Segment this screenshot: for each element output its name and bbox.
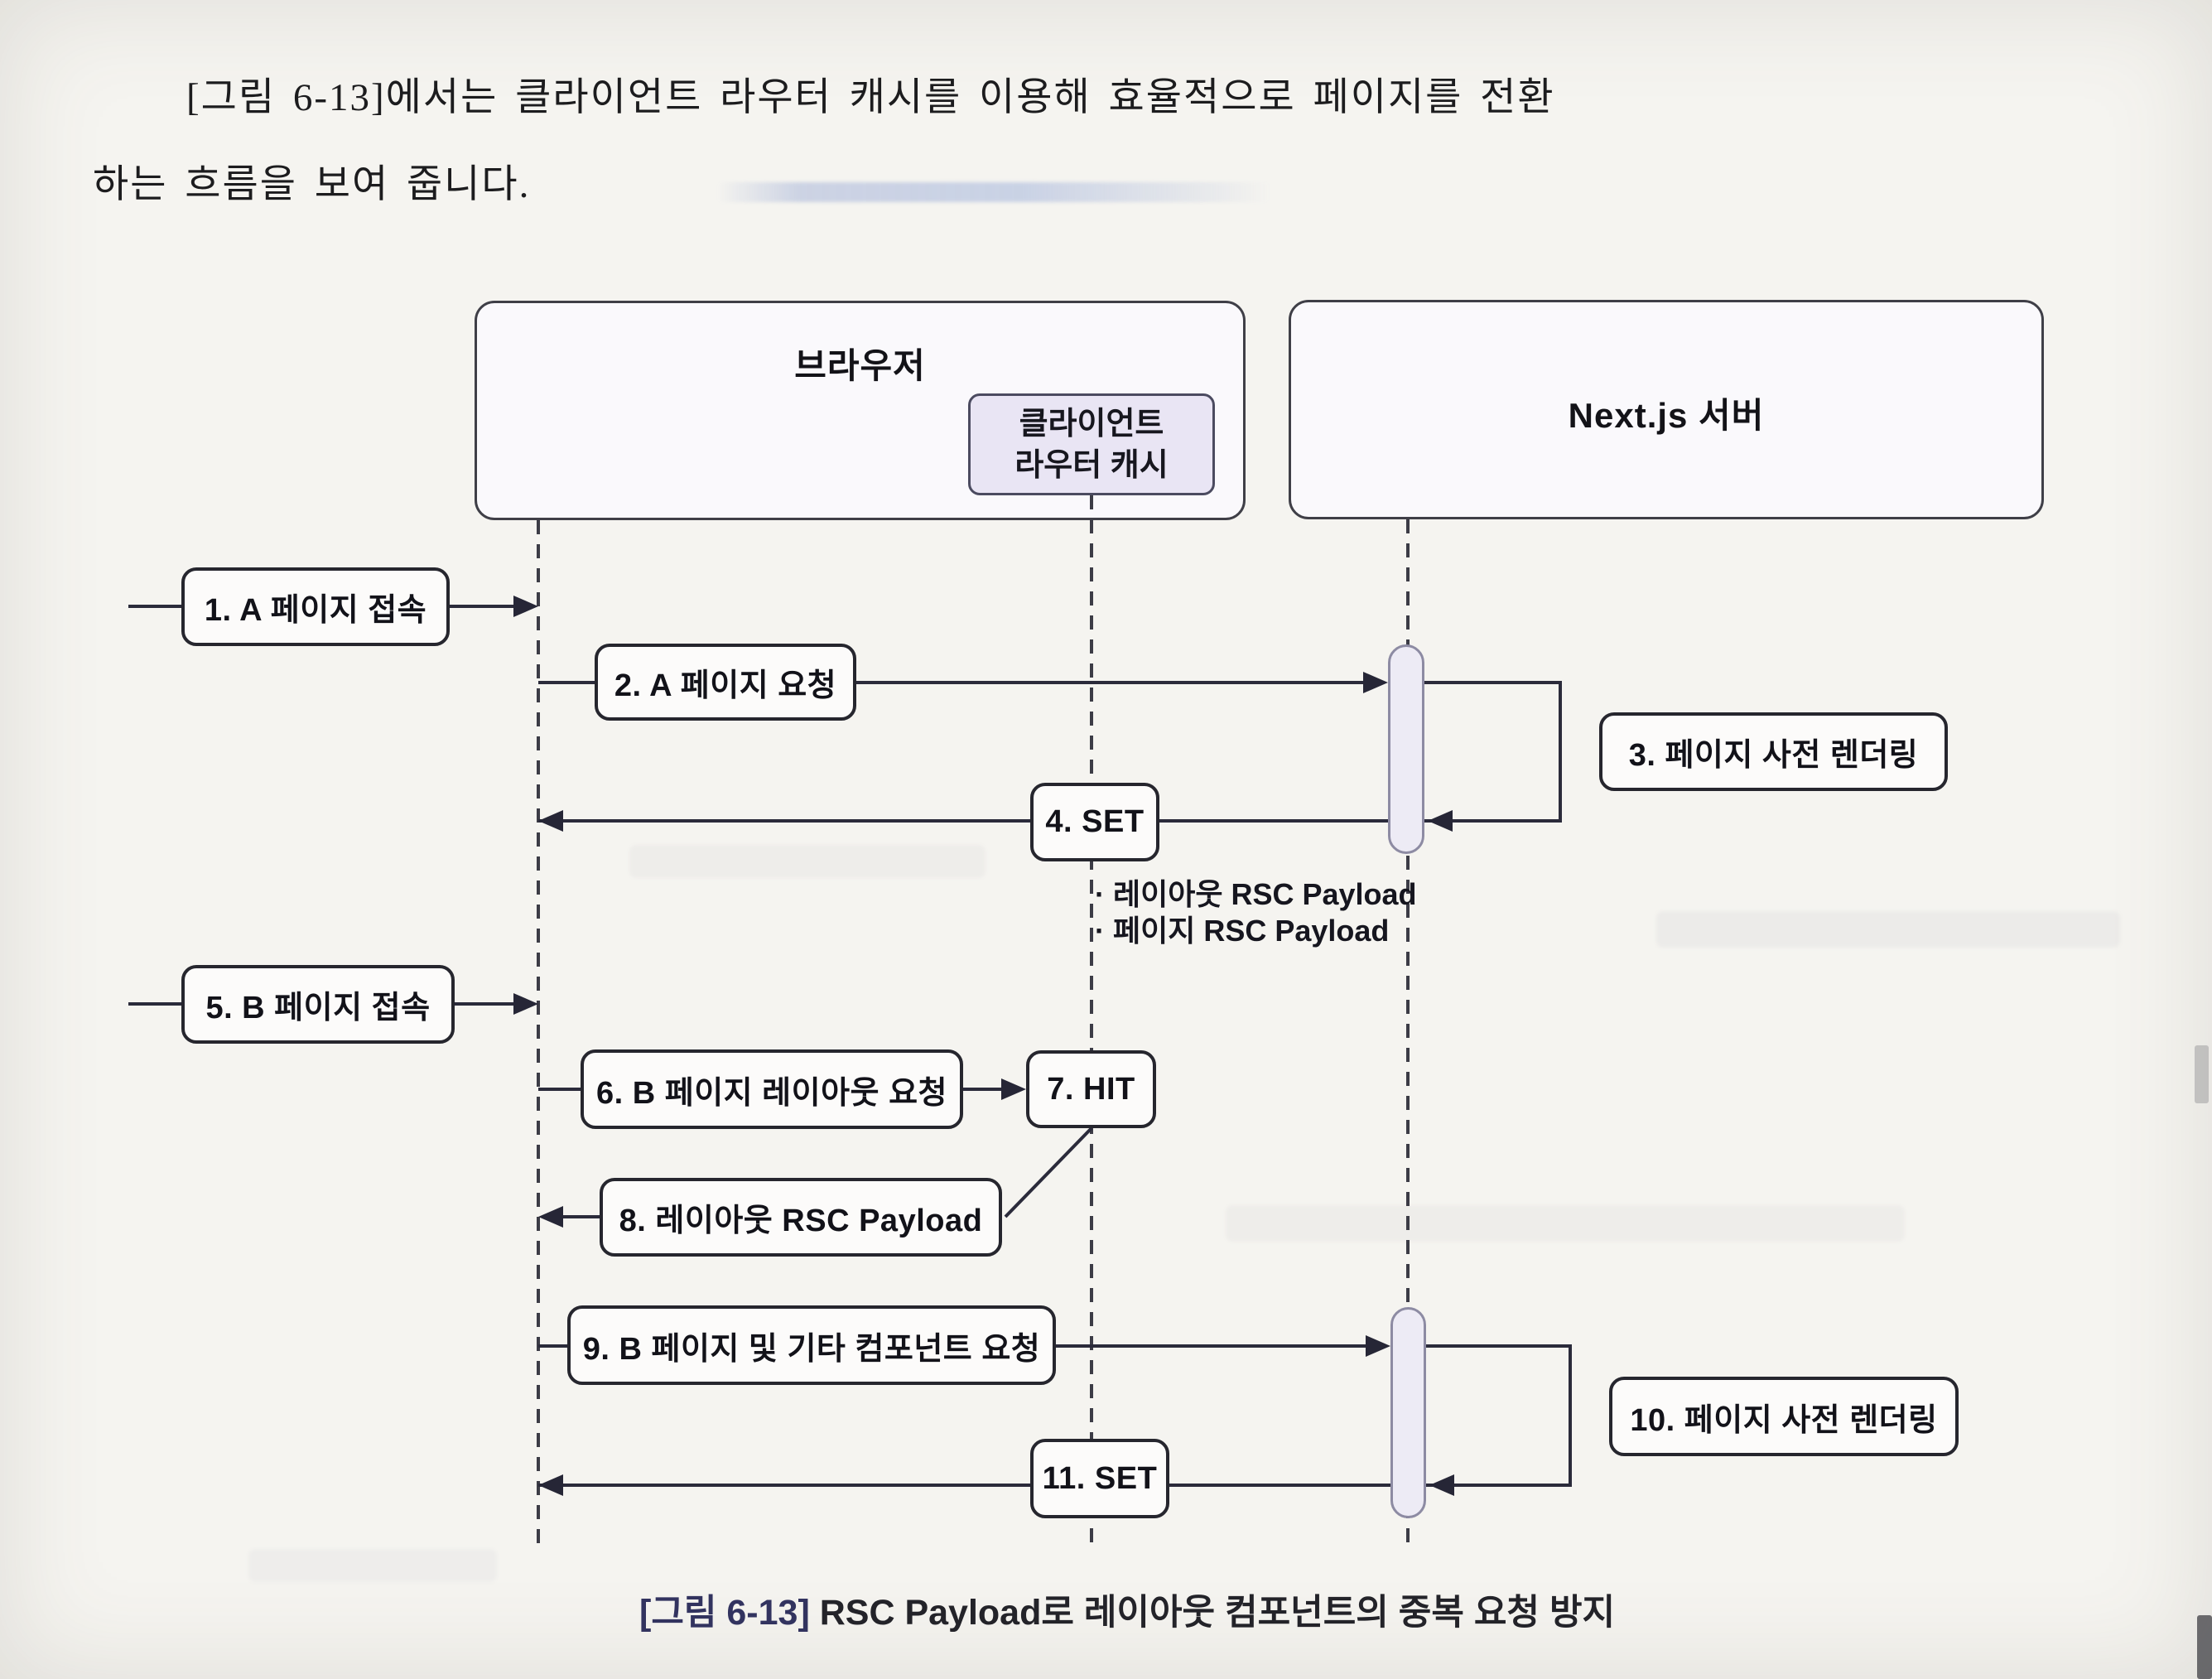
lifeline-cache bbox=[1090, 495, 1093, 1544]
cache-label-line-1: 클라이언트 bbox=[1019, 406, 1164, 441]
arrowhead-1-into-browser bbox=[513, 596, 538, 617]
arrowhead-9-into-server bbox=[1366, 1335, 1390, 1357]
figure-caption-number: [그림 6-13] bbox=[639, 1593, 810, 1633]
message-box-10: 10. 페이지 사전 렌더링 bbox=[1609, 1377, 1959, 1456]
nextjs-server-box bbox=[1289, 300, 2044, 519]
arrowhead-set1-into-browser bbox=[538, 810, 563, 832]
arrowhead-2-into-server bbox=[1363, 672, 1388, 693]
arrowhead-loop2-return bbox=[1429, 1474, 1454, 1496]
lifeline-browser bbox=[537, 520, 540, 1544]
arrowhead-8-into-browser bbox=[538, 1206, 563, 1228]
paragraph-line-1: [그림 6-13]에서는 클라이언트 라우터 캐시를 이용해 효율적으로 페이지… bbox=[186, 76, 1555, 119]
message-box-4: 4. SET bbox=[1030, 783, 1159, 861]
request-b-layout-arrow bbox=[963, 1088, 1001, 1091]
arrow-line-5 bbox=[455, 1002, 513, 1006]
arrowhead-set2-into-browser bbox=[538, 1474, 563, 1496]
set-payload-annotation-line-2: · 페이지 RSC Payload bbox=[1095, 914, 1390, 948]
browser-label: 브라우저 bbox=[794, 346, 926, 385]
arrowhead-5-into-browser bbox=[513, 993, 538, 1015]
loop2-right-line bbox=[1569, 1344, 1572, 1487]
loop2-top-line bbox=[1426, 1344, 1572, 1348]
start-stub-5 bbox=[128, 1002, 181, 1006]
message-box-9: 9. B 페이지 및 기타 컴포넌트 요청 bbox=[567, 1305, 1056, 1385]
server-activation-bar-2 bbox=[1390, 1307, 1426, 1518]
scan-ghost-text-2 bbox=[1656, 911, 2120, 948]
figure-caption-text: RSC Payload로 레이아웃 컴포넌트의 중복 요청 방지 bbox=[809, 1593, 1616, 1633]
scan-smudge-blue bbox=[716, 182, 1271, 202]
scan-ghost-text-4 bbox=[1226, 1205, 1905, 1242]
layout-payload-return-line bbox=[561, 1215, 600, 1218]
cache-label-line-2: 라우터 캐시 bbox=[1014, 447, 1169, 483]
message-box-5: 5. B 페이지 접속 bbox=[181, 965, 455, 1044]
start-stub-1 bbox=[128, 605, 181, 608]
message-box-6: 6. B 페이지 레이아웃 요청 bbox=[581, 1049, 963, 1129]
loop1-top-line bbox=[1424, 681, 1562, 684]
arrowhead-6-into-hit bbox=[1001, 1078, 1026, 1100]
server-activation-bar-1 bbox=[1388, 644, 1424, 854]
paragraph-line-2: 하는 흐름을 보여 줍니다. bbox=[93, 163, 531, 206]
client-router-cache-box: 클라이언트 라우터 캐시 bbox=[968, 393, 1215, 495]
scan-ghost-text-5 bbox=[248, 1549, 497, 1582]
set-payload-annotation-line-1: · 레이아웃 RSC Payload bbox=[1095, 877, 1417, 911]
loop1-right-line bbox=[1559, 681, 1562, 823]
message-box-2: 2. A 페이지 요청 bbox=[595, 644, 856, 721]
request-a-line bbox=[538, 681, 1365, 684]
scan-edge-mark-right bbox=[2195, 1045, 2209, 1103]
arrow-line-1 bbox=[450, 605, 513, 608]
request-b-layout-stub bbox=[538, 1088, 581, 1091]
scan-edge-mark-bottom-right bbox=[2197, 1615, 2212, 1679]
scan-ghost-text-3 bbox=[629, 845, 986, 878]
arrowhead-loop1-return bbox=[1428, 810, 1453, 832]
message-box-7: 7. HIT bbox=[1026, 1050, 1156, 1128]
lifeline-server bbox=[1406, 519, 1410, 1544]
message-box-8: 8. 레이아웃 RSC Payload bbox=[600, 1178, 1002, 1257]
nextjs-server-label: Next.js 서버 bbox=[1568, 396, 1765, 435]
message-box-1: 1. A 페이지 접속 bbox=[181, 567, 450, 646]
figure-caption: [그림 6-13] RSC Payload로 레이아웃 컴포넌트의 중복 요청 … bbox=[639, 1584, 1615, 1635]
message-box-11: 11. SET bbox=[1030, 1439, 1169, 1518]
message-box-3: 3. 페이지 사전 렌더링 bbox=[1599, 712, 1948, 791]
